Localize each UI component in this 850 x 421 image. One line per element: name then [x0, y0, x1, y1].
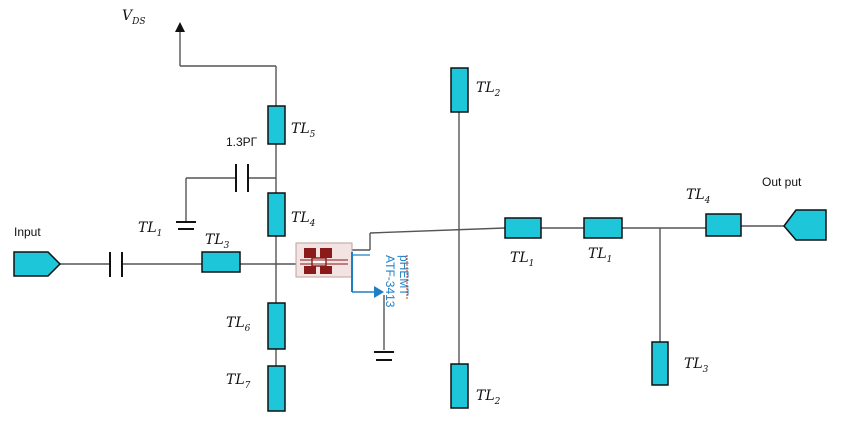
input-port-icon	[13, 251, 62, 277]
vds-arrow-icon	[175, 22, 185, 32]
bias-capacitor-icon	[235, 164, 249, 192]
input-label: Input	[14, 225, 41, 239]
bias-ground-icon	[176, 221, 196, 230]
tl2-bottom-label: TL2	[476, 388, 501, 407]
input-capacitor-icon	[109, 252, 123, 277]
tl2-top-label: TL2	[476, 80, 501, 99]
tl3-stub-label: TL3	[684, 356, 709, 375]
source-ground-icon	[374, 351, 394, 361]
tl6-label: TL6	[226, 315, 251, 334]
wire-drain-to-tl1	[369, 227, 506, 234]
fet-symbol-icon	[351, 252, 384, 298]
tl1-input-label: TL1	[138, 220, 162, 239]
tl3-label: TL3	[205, 232, 230, 251]
tl4-out-block	[705, 213, 742, 237]
output-port-icon	[783, 209, 827, 241]
tl5-label: TL5	[291, 121, 316, 140]
tl4-block	[267, 192, 286, 237]
tl1-second-block	[583, 217, 623, 239]
tl3-stub-block	[651, 341, 669, 386]
tl2-bottom-block	[450, 363, 469, 409]
tl4-out-label: TL4	[686, 187, 711, 206]
tl2-top-block	[450, 67, 469, 113]
tl1-first-block	[504, 217, 542, 239]
tl4-label: TL4	[291, 210, 316, 229]
tl3-block	[201, 251, 241, 273]
tl7-label: TL7	[226, 372, 251, 391]
vds-label: VDS	[122, 8, 146, 27]
wires	[60, 30, 784, 366]
capacitor-value-label: 1.3PΓ	[226, 135, 258, 149]
tl1-second-label: TL1	[588, 246, 612, 265]
tl5-block	[267, 105, 286, 145]
device-type-label: pHEMT	[397, 255, 411, 296]
tl7-block	[267, 365, 286, 412]
tl1-first-label: TL1	[510, 250, 534, 269]
tl6-block	[267, 302, 286, 350]
device-part-label: ATF-3413	[383, 255, 397, 308]
output-label: Out put	[762, 175, 802, 189]
transistor-icon	[295, 242, 353, 278]
